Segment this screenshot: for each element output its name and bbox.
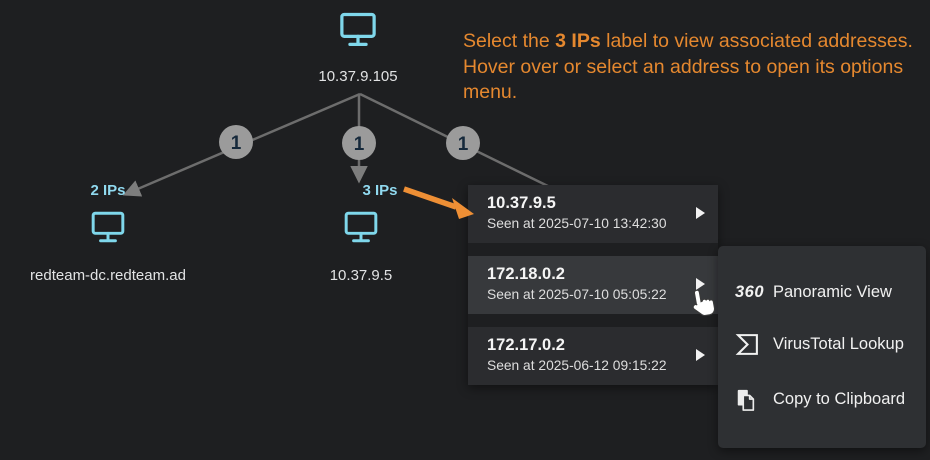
edge-count-text: 1 [231,133,242,154]
node-label: 10.37.9.5 [329,267,393,284]
seen-timestamp: Seen at 2025-07-10 13:42:30 [487,216,667,231]
menu-item-copy-to-clipboard[interactable]: Copy to Clipboard [735,388,926,412]
instruction-caption: Select the 3 IPs label to view associate… [463,29,915,106]
ip-address: 172.17.0.2 [487,336,565,354]
host-monitor-icon [343,210,379,245]
hand-cursor-icon [687,288,715,320]
edge-count-text: 1 [354,134,365,155]
node-label: redteam-dc.redteam.ad [30,267,186,284]
instruction-text: Select the [463,30,556,52]
instruction-bold-text: 3 IPs [555,30,601,52]
edge-count-text: 1 [458,134,469,155]
node-root-host[interactable]: 10.37.9.105 [258,11,458,85]
address-options-menu: 360 Panoramic View VirusTotal Lookup Cop… [718,246,926,448]
expand-caret-icon[interactable] [696,207,705,219]
menu-item-label: Panoramic View [773,282,892,301]
copy-icon [735,388,773,412]
ips-count-label[interactable]: 3 IPs [362,182,398,199]
ip-list-item[interactable]: 172.18.0.2 Seen at 2025-07-10 05:05:22 [468,256,718,314]
ips-count-label[interactable]: 2 IPs [90,182,126,199]
menu-item-label: Copy to Clipboard [773,390,906,408]
menu-item-label: VirusTotal Lookup [773,335,904,353]
node-redteam-dc[interactable]: 2 IPs redteam-dc.redteam.ad [8,182,208,284]
edge-count-badge[interactable]: 1 [219,125,253,159]
360-icon: 360 [735,282,765,301]
node-label: 10.37.9.105 [318,68,398,85]
ip-list-item[interactable]: 172.17.0.2 Seen at 2025-06-12 09:15:22 [468,327,718,385]
edge-count-badges: 1 1 1 [219,125,480,160]
ip-address: 10.37.9.5 [487,194,556,212]
menu-item-virustotal-lookup[interactable]: VirusTotal Lookup [735,332,926,357]
host-monitor-icon [90,210,126,245]
ip-address: 172.18.0.2 [487,265,565,283]
ip-list-item[interactable]: 10.37.9.5 Seen at 2025-07-10 13:42:30 [468,185,718,243]
expand-caret-icon[interactable] [696,278,705,290]
host-monitor-icon [338,11,378,49]
virustotal-icon [735,332,773,357]
seen-timestamp: Seen at 2025-07-10 05:05:22 [487,287,667,302]
edge-count-badge[interactable]: 1 [342,126,376,160]
menu-item-panoramic-view[interactable]: 360 Panoramic View [735,283,926,302]
seen-timestamp: Seen at 2025-06-12 09:15:22 [487,358,667,373]
ip-list-popup: 10.37.9.5 Seen at 2025-07-10 13:42:30 17… [468,185,718,385]
node-10-37-9-5[interactable]: 3 IPs 10.37.9.5 [261,182,461,284]
instruction-text: label to view associated addresses. Hove… [463,30,913,103]
edge-count-badge[interactable]: 1 [446,126,480,160]
expand-caret-icon[interactable] [696,349,705,361]
